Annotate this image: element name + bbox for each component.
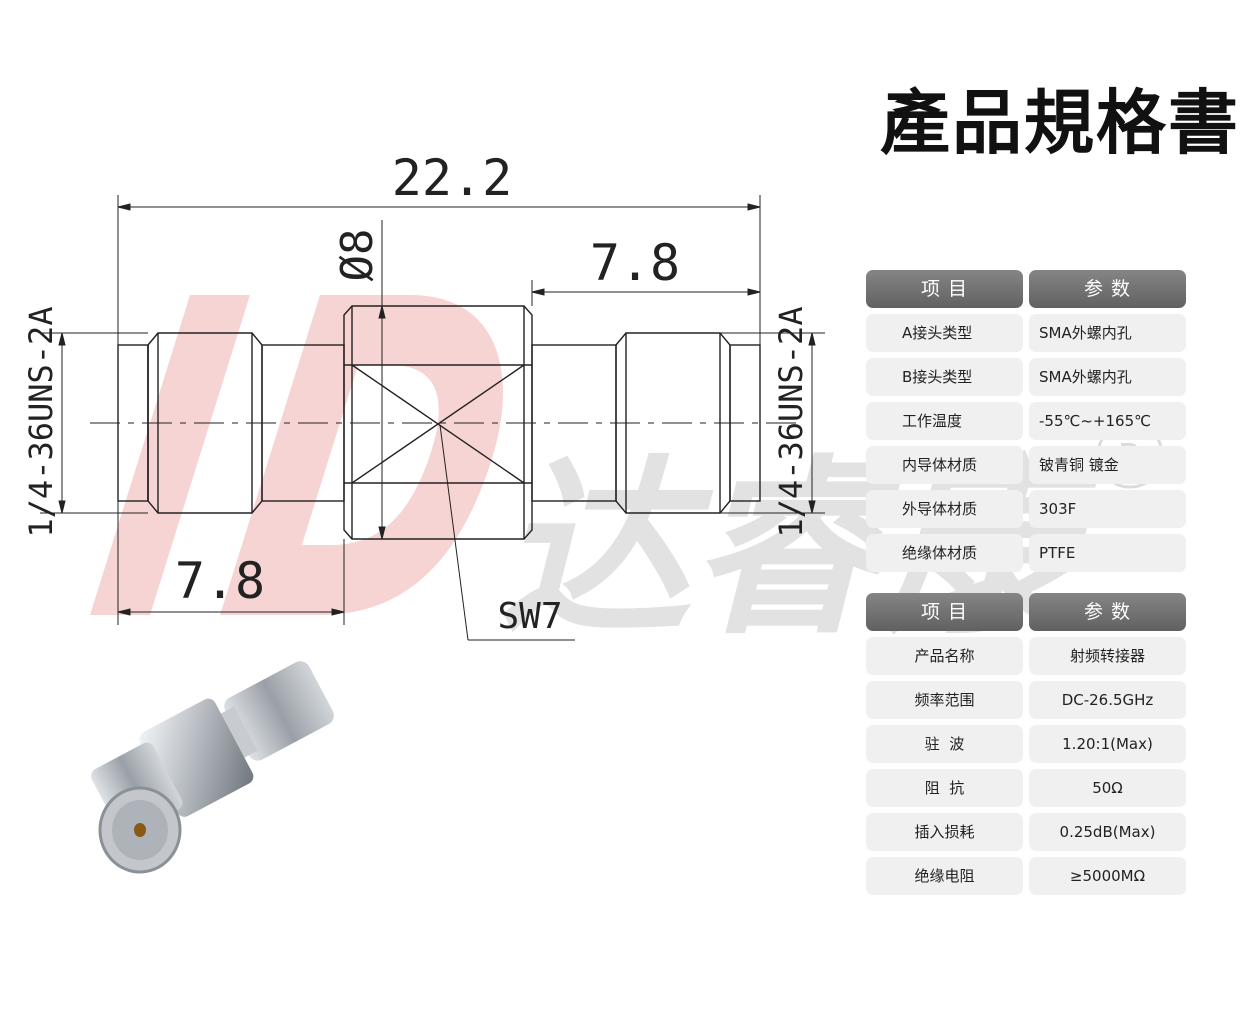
thread-left-label: 1/4-36UNS-2A — [22, 306, 60, 537]
product-photo — [91, 661, 334, 874]
dimension-total — [117, 195, 761, 345]
left-connector-outline — [117, 332, 345, 514]
hex-body-outline — [343, 305, 533, 540]
row-label: 驻 波 — [866, 725, 1023, 763]
dimension-total-label: 22.2 — [392, 149, 512, 207]
row-value: SMA外螺内孔 — [1029, 314, 1186, 352]
table-row: 插入损耗 0.25dB(Max) — [866, 813, 1186, 851]
wrench-label: SW7 — [497, 596, 562, 637]
row-label: 绝缘体材质 — [866, 534, 1023, 572]
page-title: 產品規格書 — [880, 81, 1240, 164]
table-header: 项 目 参 数 — [866, 593, 1186, 631]
row-label: 工作温度 — [866, 402, 1023, 440]
table-row: 产品名称 射频转接器 — [866, 637, 1186, 675]
row-label: B接头类型 — [866, 358, 1023, 396]
table-row: 阻 抗 50Ω — [866, 769, 1186, 807]
technical-drawing: 22.2 7.8 Ø8 7.8 1/4-36UNS-2A 1/4- — [22, 149, 825, 641]
row-value: 50Ω — [1029, 769, 1186, 807]
dimension-diameter — [378, 220, 386, 540]
dimension-left — [117, 501, 345, 625]
row-value: 0.25dB(Max) — [1029, 813, 1186, 851]
right-connector-outline — [531, 332, 761, 514]
table-header: 项 目 参 数 — [866, 270, 1186, 308]
thread-left-leader — [40, 332, 148, 514]
row-label: A接头类型 — [866, 314, 1023, 352]
dimension-diameter-label: Ø8 — [332, 229, 383, 282]
dimension-right-label: 7.8 — [590, 234, 680, 292]
dimension-right — [531, 280, 761, 306]
table-row: A接头类型 SMA外螺内孔 — [866, 314, 1186, 352]
row-value: 射频转接器 — [1029, 637, 1186, 675]
dimension-left-label: 7.8 — [175, 552, 265, 610]
center-pin — [134, 823, 146, 837]
row-label: 产品名称 — [866, 637, 1023, 675]
row-value: DC-26.5GHz — [1029, 681, 1186, 719]
table-row: 内导体材质 铍青铜 镀金 — [866, 446, 1186, 484]
header-item: 项 目 — [866, 270, 1023, 308]
row-label: 插入损耗 — [866, 813, 1023, 851]
row-label: 阻 抗 — [866, 769, 1023, 807]
rear-thread — [224, 661, 334, 761]
thread-right-leader — [720, 332, 825, 514]
wrench-leader — [439, 424, 575, 641]
row-value: 303F — [1029, 490, 1186, 528]
row-value: 铍青铜 镀金 — [1029, 446, 1186, 484]
row-value: PTFE — [1029, 534, 1186, 572]
header-param: 参 数 — [1029, 593, 1186, 631]
table-row: 绝缘体材质 PTFE — [866, 534, 1186, 572]
table-row: 外导体材质 303F — [866, 490, 1186, 528]
table-row: 工作温度 -55℃~+165℃ — [866, 402, 1186, 440]
row-label: 绝缘电阻 — [866, 857, 1023, 895]
row-value: ≥5000MΩ — [1029, 857, 1186, 895]
row-label: 内导体材质 — [866, 446, 1023, 484]
row-value: 1.20:1(Max) — [1029, 725, 1186, 763]
row-label: 外导体材质 — [866, 490, 1023, 528]
row-value: -55℃~+165℃ — [1029, 402, 1186, 440]
table-row: 驻 波 1.20:1(Max) — [866, 725, 1186, 763]
logo-mark-red — [90, 295, 504, 615]
table-row: 频率范围 DC-26.5GHz — [866, 681, 1186, 719]
table-row: 绝缘电阻 ≥5000MΩ — [866, 857, 1186, 895]
header-param: 参 数 — [1029, 270, 1186, 308]
header-item: 项 目 — [866, 593, 1023, 631]
table-row: B接头类型 SMA外螺内孔 — [866, 358, 1186, 396]
row-value: SMA外螺内孔 — [1029, 358, 1186, 396]
thread-right-label: 1/4-36UNS-2A — [772, 306, 810, 537]
row-label: 频率范围 — [866, 681, 1023, 719]
